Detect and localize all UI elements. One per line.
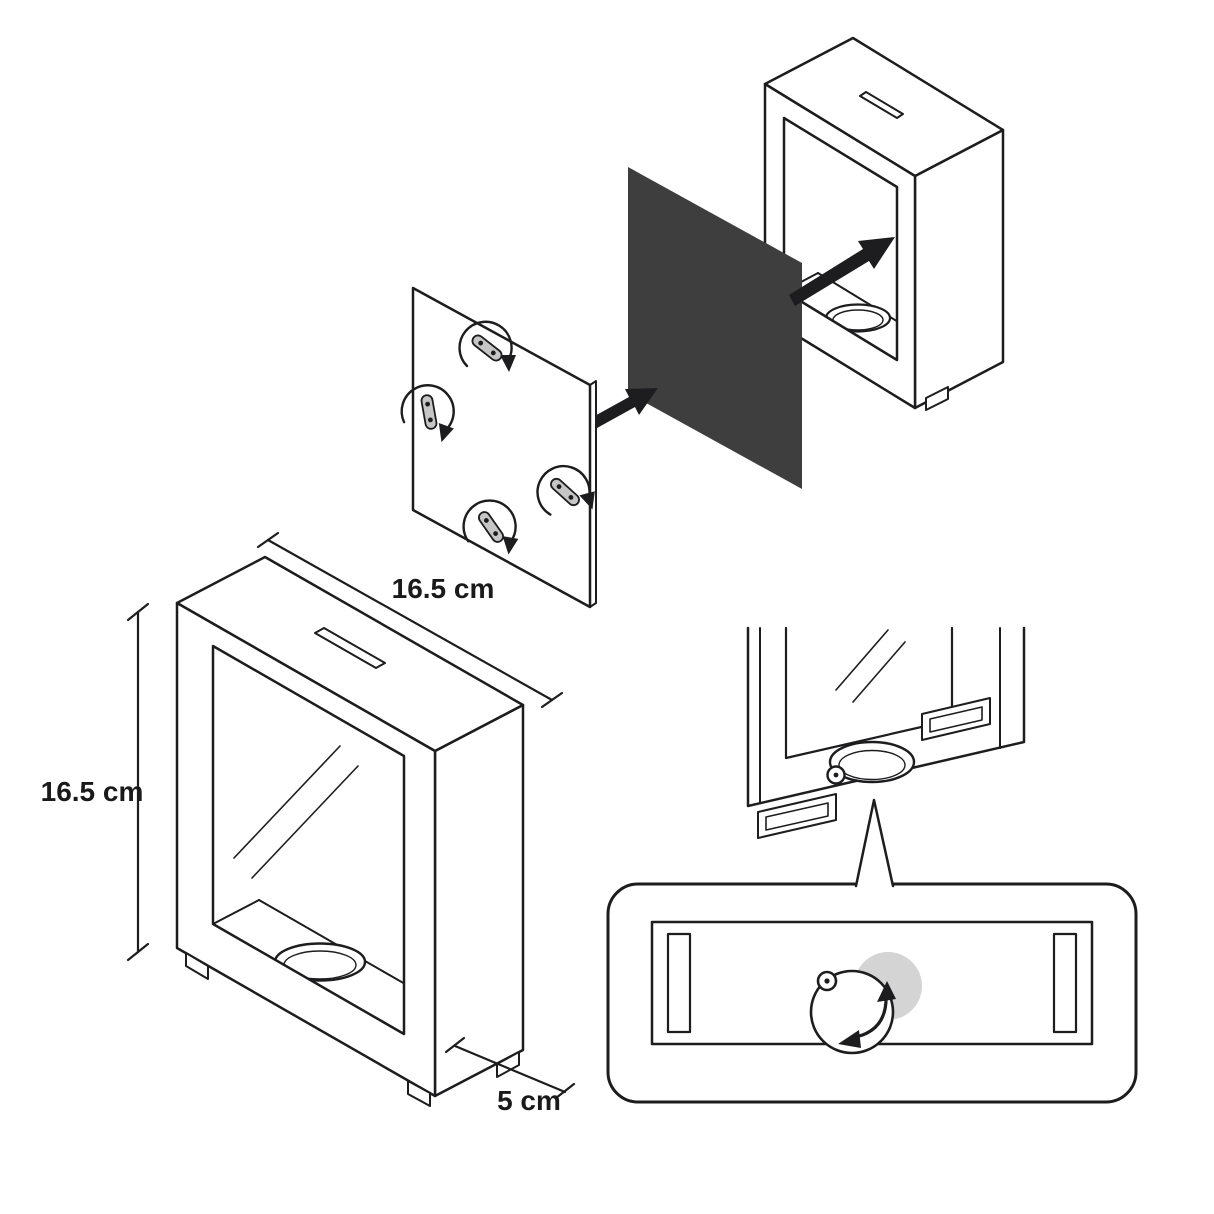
height-dimension-label: 16.5 cm xyxy=(41,776,144,807)
callout-pointer xyxy=(854,798,895,888)
cover-pivot-dot xyxy=(824,978,830,984)
photo-backing-panel xyxy=(628,167,802,489)
insert-arrow-right xyxy=(789,237,895,306)
coin-slot xyxy=(314,627,386,669)
dimension-tick xyxy=(126,942,150,962)
cover-pivot-dot xyxy=(833,772,839,778)
glass-shine-line xyxy=(251,765,359,879)
dimension-line xyxy=(453,1044,567,1094)
stand-slot-inner xyxy=(765,802,829,831)
coin-hole-ellipse xyxy=(828,740,916,784)
coin-hole-rim xyxy=(838,749,906,781)
box-right-face xyxy=(913,128,1005,410)
box-foot xyxy=(925,386,949,411)
glass-shine-line xyxy=(852,641,906,703)
back-panel-face xyxy=(411,286,592,609)
dimension-tick xyxy=(554,1082,576,1100)
dimension-tick xyxy=(256,531,280,549)
depth-dimension-label: 5 cm xyxy=(497,1085,561,1116)
frame-front-border xyxy=(175,601,437,1098)
frame-foot xyxy=(185,952,209,980)
glass-shine-line xyxy=(835,629,889,691)
frame-right-face xyxy=(433,703,525,1098)
rotating-cover-disc xyxy=(809,969,895,1055)
assembled-box xyxy=(763,36,1005,411)
rotate-arrowhead xyxy=(838,1030,861,1048)
width-dimension: 16.5 cm xyxy=(256,531,564,709)
rotate-arrowhead xyxy=(877,981,896,1002)
coin-slot xyxy=(859,91,904,119)
interior-floor-edge xyxy=(213,899,260,925)
stand-slot xyxy=(1052,932,1078,1034)
diagram-art: 16.5 cm 16.5 cm 5 cm xyxy=(41,36,1138,1116)
dimension-line xyxy=(266,538,554,702)
callout-bubble xyxy=(606,798,1138,1104)
glass-shine-line xyxy=(233,745,341,859)
dimension-tick xyxy=(444,1036,466,1054)
bottom-detail-view xyxy=(746,626,1026,839)
dimension-tick xyxy=(540,691,564,709)
back-panel xyxy=(393,286,601,609)
frame-foot xyxy=(496,1051,520,1078)
detail-frame-opening xyxy=(784,626,954,760)
width-dimension-label: 16.5 cm xyxy=(392,573,495,604)
stand-slot-inner xyxy=(929,706,983,733)
insert-arrow-left xyxy=(582,388,658,433)
dimension-tick xyxy=(126,602,150,622)
stand-slot xyxy=(666,932,692,1034)
dimensioned-frame xyxy=(175,555,525,1107)
depth-dimension: 5 cm xyxy=(444,1036,576,1116)
box-front-frame xyxy=(763,82,917,410)
frame-foot xyxy=(407,1080,431,1107)
height-dimension: 16.5 cm xyxy=(41,602,150,962)
